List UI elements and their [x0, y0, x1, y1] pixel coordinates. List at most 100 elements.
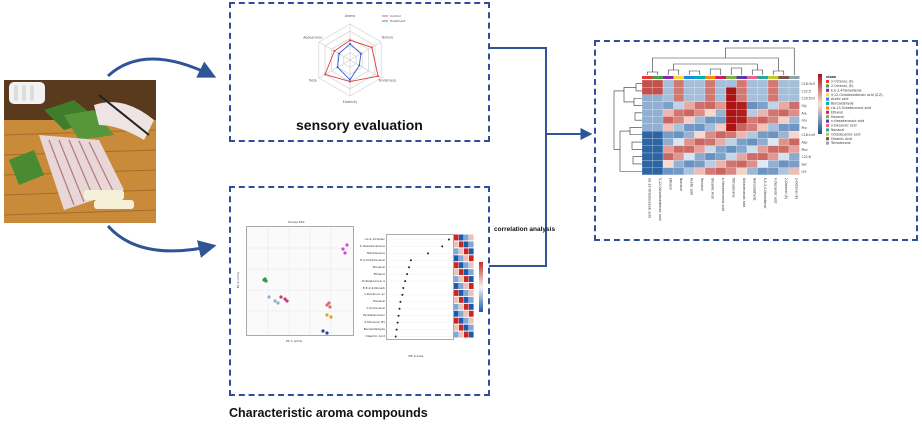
heatmap-dendrogram-branch: [652, 57, 779, 72]
heatmap-legend-label: Octadecanoic acid: [831, 132, 860, 136]
heatmap-column-label: Acetic acid: [689, 178, 693, 195]
heatmap-cell: [778, 116, 790, 124]
radar-point: [359, 52, 362, 55]
heatmap-legend-label: n-Decanoic acid: [831, 124, 857, 128]
heatmap-cell: [683, 167, 695, 175]
heatmap-cell: [683, 130, 695, 139]
heatmap-cell: [736, 138, 748, 146]
vip-tile: [469, 331, 474, 338]
heatmap-cell: [704, 167, 716, 175]
heatmap-legend-label: Benzaldehyde: [831, 102, 854, 106]
heatmap-cell: [736, 152, 748, 161]
radar-axis-label: Elasticity: [343, 100, 358, 104]
scores-point: [325, 303, 329, 307]
vip-tile: [454, 234, 459, 241]
heatmap-legend-title: class: [826, 75, 836, 79]
heatmap-legend-swatch: [826, 132, 829, 136]
heatmap-cell: [673, 101, 685, 110]
heatmap-cell: [778, 79, 790, 88]
heatmap-cell: [715, 152, 727, 161]
heatmap-cell: [662, 167, 674, 175]
heatmap-legend-swatch: [826, 141, 829, 145]
heatmap-cell: [788, 116, 800, 124]
sensory-title: sensory evaluation: [296, 117, 423, 133]
arrow-to-sensory: [106, 57, 217, 78]
radar-spoke: [349, 59, 382, 79]
heatmap-dendrogram-branch: [688, 70, 701, 75]
heatmap-cell: [736, 145, 748, 154]
vip-tile: [454, 283, 459, 289]
heatmap-legend-label: E,E-2,4-Nonadienal: [831, 88, 862, 92]
heatmap-cell: [641, 79, 653, 88]
vip-tile: [464, 234, 469, 241]
heatmap-cell: [715, 79, 727, 88]
vip-tile: [459, 255, 464, 262]
vip-tile: [454, 276, 459, 283]
heatmap-cell: [662, 79, 674, 88]
vip-compound-label: Nonanal: [372, 264, 385, 269]
vip-tile: [459, 296, 464, 303]
heatmap-cell: [715, 109, 727, 117]
vip-tile: [454, 324, 459, 331]
heatmap-row-label: Lys: [802, 170, 807, 174]
heatmap-column-label: Tetradecane: [731, 177, 735, 198]
scores-point: [345, 243, 349, 247]
heatmap-cell: [641, 167, 653, 175]
food-photo: [4, 80, 156, 223]
heatmap-cell: [778, 152, 790, 161]
heatmap-cell: [662, 130, 674, 139]
heatmap-cell: [673, 160, 685, 168]
heatmap-column-label: n-Hexadecanoic acid: [721, 178, 725, 211]
heatmap-cell: [746, 160, 758, 168]
heatmap-dendrogram-branch: [646, 71, 659, 75]
vip-point: [427, 252, 429, 255]
heatmap-cell: [746, 79, 758, 88]
radar-point: [324, 73, 327, 76]
heatmap-row-label: C18:1n9: [802, 133, 815, 137]
heatmap-class-bar: [747, 76, 758, 79]
heatmap-cell: [673, 145, 685, 154]
scores-point: [279, 295, 283, 299]
heatmap-column-label: 2-Octenal (E): [784, 178, 788, 199]
connector-lines: [489, 47, 590, 267]
heatmap-cell: [757, 152, 769, 161]
radar-point: [333, 50, 336, 52]
heatmap-legend-label: 9,12-Octadecadienoic acid (Z,Z)-: [831, 93, 884, 97]
heatmap-cell: [746, 101, 758, 110]
heatmap-cell: [683, 101, 695, 110]
scores-plot: Scores Plot PC 1 (xx%) PC 2 (xx%): [236, 218, 354, 348]
heatmap-cell: [641, 109, 653, 117]
radar-point: [336, 66, 339, 69]
vip-tile: [469, 317, 474, 324]
radar-point: [349, 78, 351, 81]
heatmap-cell: [767, 145, 779, 154]
scores-point: [327, 301, 331, 305]
vip-color-scale: [479, 262, 483, 312]
scores-point: [343, 251, 347, 255]
vip-point: [404, 280, 407, 283]
vip-point: [406, 273, 409, 276]
heatmap-legend-swatch: [826, 106, 829, 110]
radar-point: [377, 75, 380, 78]
heatmap-legend-swatch: [826, 128, 829, 132]
heatmap-class-bar: [778, 76, 789, 79]
heatmap-cell: [641, 87, 653, 95]
vip-tile: [469, 310, 474, 317]
heatmap-cell: [725, 109, 737, 117]
heatmap-cell: [704, 123, 716, 132]
heatmap-cell: [662, 138, 674, 146]
vip-points: [387, 238, 453, 338]
vip-xlabel: VIP scores: [408, 354, 424, 358]
heatmap-cell: [778, 145, 790, 154]
heatmap-cell: [725, 130, 737, 139]
vip-compound-label: Ethanol: [373, 271, 385, 276]
heatmap-class-bar: [715, 76, 726, 79]
heatmap-class-bar: [705, 76, 716, 79]
vip-tile: [469, 276, 474, 283]
heatmap-dendrogram-branch: [673, 63, 758, 70]
heatmap-cell: [746, 167, 758, 175]
heatmap-row-label: C20:5n3: [802, 97, 815, 101]
vip-compound-label: E,E-2,4-Nonadi: [362, 285, 385, 290]
vip-point: [395, 328, 398, 331]
heatmap-cell: [767, 101, 779, 110]
